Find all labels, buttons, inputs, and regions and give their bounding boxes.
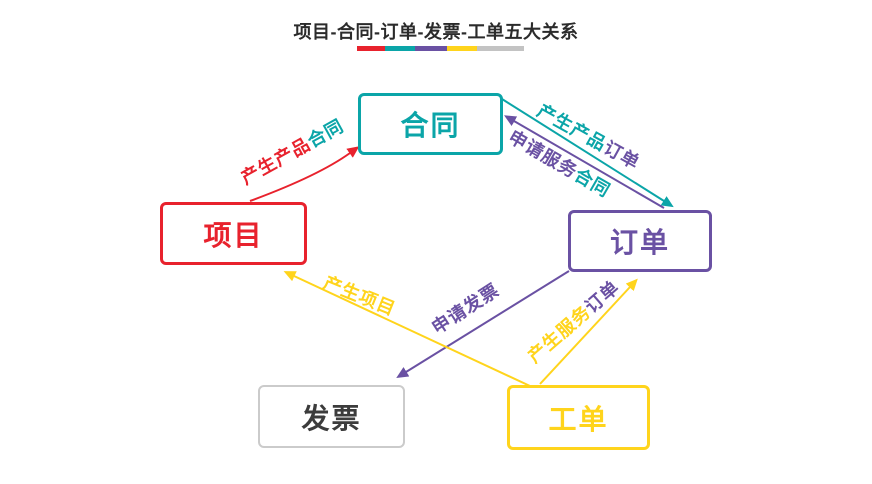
underline-segment-red bbox=[357, 46, 385, 51]
node-workorder[interactable]: 工单 bbox=[507, 385, 650, 450]
underline-segment-gray bbox=[477, 46, 524, 51]
edge-line-workorder-to-project bbox=[283, 271, 531, 387]
edge-line-order-to-contract bbox=[504, 115, 665, 209]
node-order[interactable]: 订单 bbox=[568, 210, 712, 272]
edge-line-order-to-invoice bbox=[396, 270, 570, 379]
node-project[interactable]: 项目 bbox=[160, 202, 307, 265]
diagram-title: 项目-合同-订单-发票-工单五大关系 bbox=[293, 22, 579, 42]
underline-segment-yellow bbox=[447, 46, 477, 51]
underline-segment-teal bbox=[385, 46, 415, 51]
title-underline bbox=[357, 46, 524, 51]
edge-line-workorder-to-order bbox=[539, 278, 638, 385]
node-invoice[interactable]: 发票 bbox=[258, 385, 405, 448]
edge-line-contract-to-order bbox=[501, 98, 674, 208]
node-workorder-label: 工单 bbox=[548, 403, 609, 435]
node-order-label: 订单 bbox=[609, 227, 670, 258]
underline-segment-purple bbox=[415, 46, 447, 51]
node-invoice-label: 发票 bbox=[301, 402, 362, 434]
node-project-label: 项目 bbox=[203, 219, 264, 251]
title-block: 项目-合同-订单-发票-工单五大关系 bbox=[0, 18, 872, 51]
node-contract-label: 合同 bbox=[400, 110, 461, 141]
edge-line-project-to-contract bbox=[249, 146, 360, 202]
node-contract[interactable]: 合同 bbox=[358, 93, 503, 155]
